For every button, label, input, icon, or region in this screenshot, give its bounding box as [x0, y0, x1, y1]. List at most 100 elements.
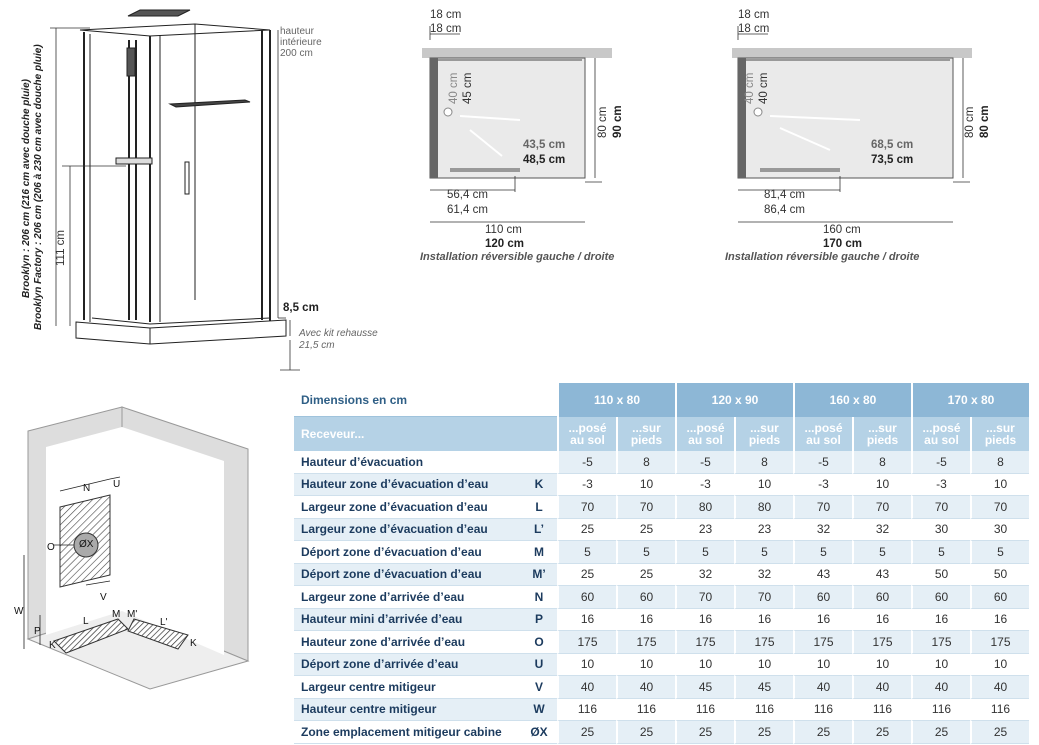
subheader-line-2: pieds: [984, 433, 1017, 447]
row-label: Hauteur d’évacuation: [294, 451, 521, 474]
row-value: 60: [911, 586, 970, 609]
row-value: 25: [734, 721, 793, 744]
row-value: -5: [557, 451, 616, 474]
left-fixed-dim-1: 56,4 cm: [447, 189, 488, 201]
row-value: 116: [616, 698, 675, 721]
row-value: 60: [852, 586, 911, 609]
row-value: 30: [970, 518, 1029, 541]
wall-label-N: N: [83, 483, 91, 494]
row-value: 16: [557, 608, 616, 631]
row-value: 30: [911, 518, 970, 541]
row-value: 10: [793, 653, 852, 676]
row-value: 40: [852, 676, 911, 699]
row-value: 40: [616, 676, 675, 699]
wall-label-Mp: M': [127, 609, 138, 620]
row-value: 43: [852, 563, 911, 586]
row-value: 116: [852, 698, 911, 721]
row-value: -3: [557, 473, 616, 496]
row-code: L’: [521, 518, 557, 541]
row-value: 45: [675, 676, 734, 699]
subheader-line-1: ...posé: [686, 421, 725, 435]
size-header-170x80: 170 x 80: [911, 383, 1029, 417]
wall-label-K1: K: [49, 640, 56, 651]
row-value: 60: [970, 586, 1029, 609]
base-height-label: 8,5 cm: [283, 302, 319, 314]
row-value: 16: [734, 608, 793, 631]
row-value: 116: [557, 698, 616, 721]
row-value: 50: [970, 563, 1029, 586]
left-top-dim-2: 18 cm: [430, 23, 462, 35]
row-value: 70: [616, 496, 675, 519]
subheader-line-2: pieds: [748, 433, 781, 447]
cabin-height-label-2: Brooklyn Factory : 206 cm (206 à 230 cm …: [33, 44, 44, 330]
size-header-110x80: 110 x 80: [557, 383, 675, 417]
left-caption: Installation réversible gauche / droite: [420, 251, 615, 263]
row-value: 10: [616, 653, 675, 676]
row-code: L: [521, 496, 557, 519]
row-value: 10: [852, 653, 911, 676]
row-value: 25: [616, 563, 675, 586]
row-label: Déport zone d’évacuation d’eau: [294, 541, 521, 564]
mixer-height-label: 111 cm: [55, 229, 67, 266]
wall-label-O: O: [47, 542, 55, 553]
row-value: 16: [616, 608, 675, 631]
row-label: Déport zone d’arrivée d’eau: [294, 653, 521, 676]
row-value: 40: [557, 676, 616, 699]
row-value: -5: [911, 451, 970, 474]
row-label: Hauteur mini d’arrivée d’eau: [294, 608, 521, 631]
row-value: 40: [970, 676, 1029, 699]
right-side-dim-b: 40 cm: [758, 72, 770, 104]
wall-label-U: U: [113, 479, 121, 490]
table-title: Dimensions en cm: [294, 383, 557, 417]
interior-height-line-1: hauteur: [280, 26, 314, 37]
row-value: 116: [911, 698, 970, 721]
receveur-label: Receveur...: [294, 417, 557, 451]
size-header-120x90: 120 x 90: [675, 383, 793, 417]
subheader-line-1: ...posé: [804, 421, 843, 435]
row-code: K: [521, 473, 557, 496]
row-value: 175: [675, 631, 734, 654]
row-label: Largeur zone d’évacuation d’eau: [294, 496, 521, 519]
subheader-line-1: ...sur: [632, 421, 661, 435]
row-value: 70: [793, 496, 852, 519]
row-value: 25: [616, 721, 675, 744]
row-value: 45: [734, 676, 793, 699]
size-header-160x80: 160 x 80: [793, 383, 911, 417]
row-value: 116: [970, 698, 1029, 721]
kit-label-2: 21,5 cm: [299, 340, 335, 351]
row-code: P: [521, 608, 557, 631]
row-code: ØX: [521, 721, 557, 744]
left-width-dim-2: 120 cm: [485, 238, 525, 250]
row-value: 32: [852, 518, 911, 541]
row-value: 25: [911, 721, 970, 744]
row-value: -5: [675, 451, 734, 474]
row-value: 32: [675, 563, 734, 586]
row-value: 40: [911, 676, 970, 699]
shower-cabin-drawing: [50, 9, 300, 371]
right-side-dim-a: 40 cm: [744, 72, 756, 104]
row-value: -3: [911, 473, 970, 496]
size-header-row: Dimensions en cm 110 x 80 120 x 90 160 x…: [294, 383, 1029, 417]
right-fixed-dim-1: 81,4 cm: [764, 189, 805, 201]
row-value: 60: [616, 586, 675, 609]
row-value: 25: [557, 563, 616, 586]
row-value: 25: [557, 518, 616, 541]
row-code: [521, 451, 557, 474]
row-label: Largeur zone d’évacuation d’eau: [294, 518, 521, 541]
row-value: 10: [970, 473, 1029, 496]
row-value: 175: [793, 631, 852, 654]
row-value: 70: [734, 586, 793, 609]
plan-view-left: [422, 26, 612, 223]
